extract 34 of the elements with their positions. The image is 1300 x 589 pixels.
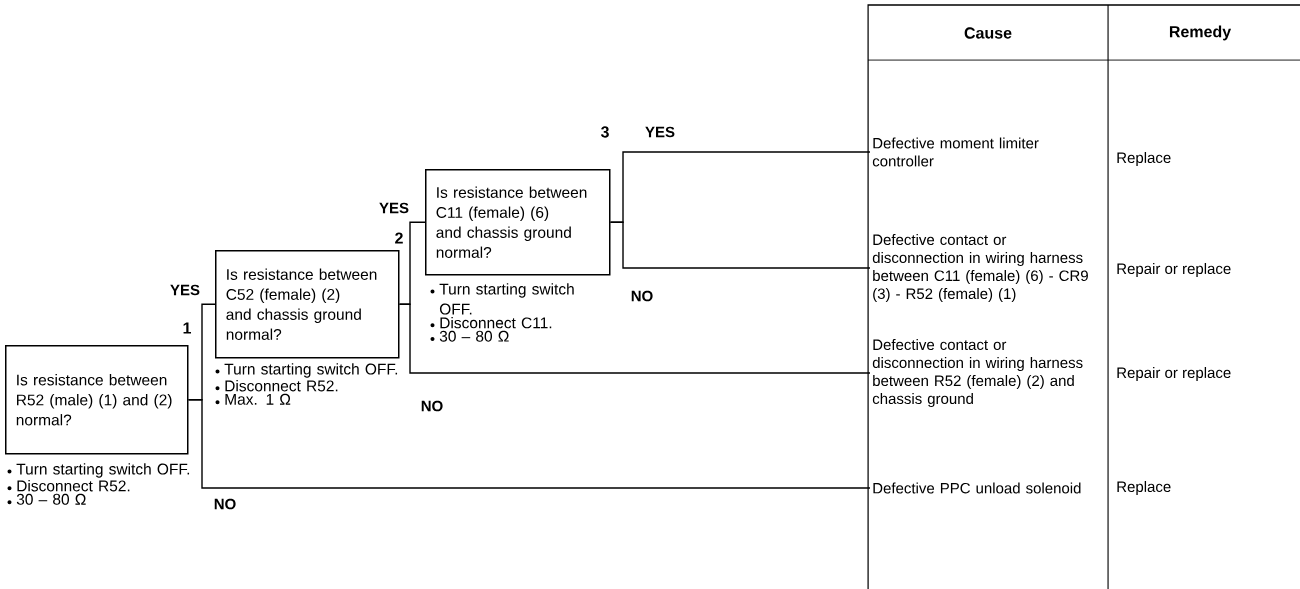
remedy-text: Repair or replace [1117, 263, 1231, 277]
remedy-text: Repair or replace [1117, 367, 1231, 381]
question-box: Is resistance between C11 (female) (6) and chassis ground normal? [425, 169, 611, 276]
edge-label: YES [645, 126, 675, 138]
bullet-note: Turn starting switch OFF. [430, 283, 574, 315]
edge-label: NO [631, 290, 653, 302]
connector-line [398, 303, 871, 374]
remedy-text: Replace [1117, 152, 1171, 166]
bullet-note: Turn starting switch OFF. [215, 363, 398, 378]
cause-text: Defective moment limiter controller [872, 137, 1039, 167]
step-number: 3 [600, 126, 609, 138]
question-box: Is resistance between C52 (female) (2) and chassis ground normal? [215, 250, 400, 359]
cause-text: Defective PPC unload solenoid [873, 482, 1081, 494]
table-header: Remedy [1169, 25, 1232, 41]
cause-text: Defective contact or disconnection in wiring harness between C11 (female) (6) - CR9 (3) - R52 (female) (1) [872, 234, 1088, 302]
bullet-note: 30 – 80 Ω [7, 493, 86, 505]
bullet-note: Disconnect C11. [430, 317, 552, 329]
question-box: Is resistance between R52 (male) (1) and (2) normal? [5, 345, 189, 455]
remedy-text: Replace [1117, 481, 1171, 495]
step-number: 1 [183, 322, 191, 334]
edge-label: YES [170, 284, 200, 296]
edge-label: NO [214, 498, 236, 510]
edge-label: NO [421, 400, 443, 412]
bullet-note: Disconnect R52. [7, 480, 130, 492]
step-number: 2 [395, 232, 403, 244]
bullet-note: Turn starting switch OFF. [7, 463, 190, 478]
connector-line [609, 221, 871, 269]
bullet-note: 30 – 80 Ω [430, 330, 509, 342]
connector-line [187, 399, 871, 489]
table-header: Cause [964, 27, 1012, 39]
bullet-note: Disconnect R52. [215, 380, 338, 392]
cause-text: Defective contact or disconnection in wiring harness between R52 (female) (2) and chassis ground [872, 339, 1083, 407]
edge-label: YES [379, 202, 409, 214]
bullet-note: Max. 1 Ω [215, 393, 291, 405]
